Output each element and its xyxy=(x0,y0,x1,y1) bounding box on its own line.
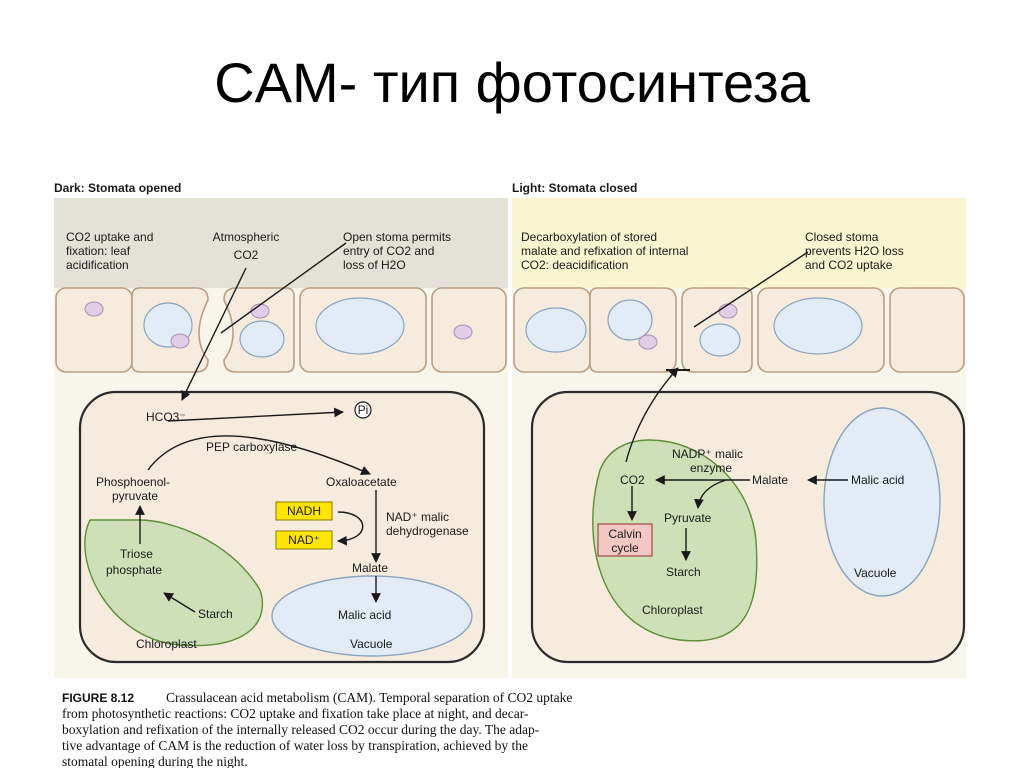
dark-chloroplast-label: Chloroplast xyxy=(136,637,197,651)
pep-to-oxaloacetate-arrow xyxy=(147,435,371,475)
dark-chloroplast xyxy=(84,519,264,647)
nad-box xyxy=(275,530,333,550)
nadp-enzyme-line1: NADP⁺ malic xyxy=(672,447,743,461)
figure-caption: FIGURE 8.12 Crassulacean acid metabolism… xyxy=(62,690,572,768)
co2-to-hco3-arrow xyxy=(181,267,247,401)
oxaloacetate-label: Oxaloacetate xyxy=(326,475,397,489)
caption-line1: Crassulacean acid metabolism (CAM). Temp… xyxy=(166,690,572,705)
starch-to-triose-arrow xyxy=(163,592,196,613)
light-panel: Light: Stomata closed Decarboxylation of… xyxy=(512,181,966,678)
nad-label: NAD⁺ xyxy=(288,533,320,547)
dark-epidermis-vacuoles xyxy=(143,297,405,358)
hco3-label: HCO3⁻ xyxy=(146,410,186,424)
nad-enzyme-line1: NAD⁺ malic xyxy=(386,510,449,524)
nadh-label: NADH xyxy=(287,504,321,518)
dark-note-left-line3: acidification xyxy=(66,258,129,272)
dark-note-left-line2: fixation: leaf xyxy=(66,244,131,258)
slide-title: CAM- тип фотосинтеза xyxy=(214,51,810,114)
pi-label: Pi xyxy=(358,403,369,417)
pi-circle xyxy=(354,401,372,419)
light-epidermis-vacuoles xyxy=(525,297,863,357)
light-note-left-line1: Decarboxylation of stored xyxy=(521,230,657,244)
light-note-band xyxy=(512,198,966,288)
light-pyruvate-label: Pyruvate xyxy=(664,511,712,525)
light-note-right-line1: Closed stoma xyxy=(805,230,879,244)
light-note-left-line3: CO2: deacidification xyxy=(521,258,628,272)
dark-note-right-line3: loss of H2O xyxy=(343,258,406,272)
dark-note-right: Open stoma permits entry of CO2 and loss… xyxy=(343,230,451,272)
dark-malic-acid-label: Malic acid xyxy=(338,608,391,622)
caption-line3: boxylation and refixation of the interna… xyxy=(62,722,540,737)
triose-line2: phosphate xyxy=(106,563,162,577)
phosphoenolpyruvate-line1: Phosphoenol- xyxy=(96,475,170,489)
dark-note-right-line1: Open stoma permits xyxy=(343,230,451,244)
caption-line5: stomatal opening during the night. xyxy=(62,754,248,768)
dark-note-mid: Atmospheric CO2 xyxy=(213,230,280,262)
hco3-to-pi-arrow xyxy=(167,407,344,422)
light-chloroplast-label: Chloroplast xyxy=(642,603,703,617)
light-note-right-line3: and CO2 uptake xyxy=(805,258,893,272)
nadh-to-nad-arrow xyxy=(337,511,364,546)
dark-panel: Dark: Stomata opened CO2 uptake and fixa… xyxy=(54,181,508,678)
nad-enzyme-line2: dehydrogenase xyxy=(386,524,469,538)
dark-header: Dark: Stomata opened xyxy=(54,181,181,195)
malate-to-pyruvate-arrow xyxy=(694,479,727,509)
light-malate-label: Malate xyxy=(752,473,788,487)
light-vacuole-label: Vacuole xyxy=(854,566,897,580)
caption-line2: from photosynthetic reactions: CO2 uptak… xyxy=(62,706,529,721)
dark-vacuole-label: Vacuole xyxy=(350,637,393,651)
light-note-left-line2: malate and refixation of internal xyxy=(521,244,688,258)
dark-vacuole xyxy=(271,575,473,657)
light-chloroplast xyxy=(592,439,758,642)
dark-note-left-line1: CO2 uptake and xyxy=(66,230,153,244)
caption-line4: tive advantage of CAM is the reduction o… xyxy=(62,738,528,753)
dark-starch-label: Starch xyxy=(198,607,233,621)
light-starch-label: Starch xyxy=(666,565,701,579)
co2-to-stoma-arrow xyxy=(625,367,679,463)
atmospheric-label: Atmospheric xyxy=(213,230,280,244)
light-co2-label: CO2 xyxy=(620,473,645,487)
light-note-left: Decarboxylation of stored malate and ref… xyxy=(521,230,688,272)
light-header: Light: Stomata closed xyxy=(512,181,637,195)
open-stoma-pointer xyxy=(220,242,347,334)
dark-malate-label: Malate xyxy=(352,561,388,575)
light-note-right-line2: prevents H2O loss xyxy=(805,244,904,258)
light-vacuole xyxy=(823,407,941,597)
calvin-line1: Calvin xyxy=(608,527,641,541)
dark-note-right-line2: entry of CO2 and xyxy=(343,244,434,258)
dark-note-left: CO2 uptake and fixation: leaf acidificat… xyxy=(66,230,153,272)
atmospheric-co2-label: CO2 xyxy=(234,248,259,262)
nadp-enzyme-line2: enzyme xyxy=(690,461,732,475)
pep-carboxylase-label: PEP carboxylase xyxy=(206,440,297,454)
dark-note-band xyxy=(54,198,508,288)
calvin-line2: cycle xyxy=(611,541,639,555)
light-note-right: Closed stoma prevents H2O loss and CO2 u… xyxy=(805,230,904,272)
phosphoenolpyruvate-line2: pyruvate xyxy=(112,489,158,503)
caption-label: FIGURE 8.12 xyxy=(62,691,134,705)
calvin-cycle-box xyxy=(597,523,653,557)
nadh-box xyxy=(275,501,333,521)
light-malic-acid-label: Malic acid xyxy=(851,473,904,487)
triose-line1: Triose xyxy=(120,547,153,561)
closed-stoma-pointer xyxy=(693,251,809,328)
